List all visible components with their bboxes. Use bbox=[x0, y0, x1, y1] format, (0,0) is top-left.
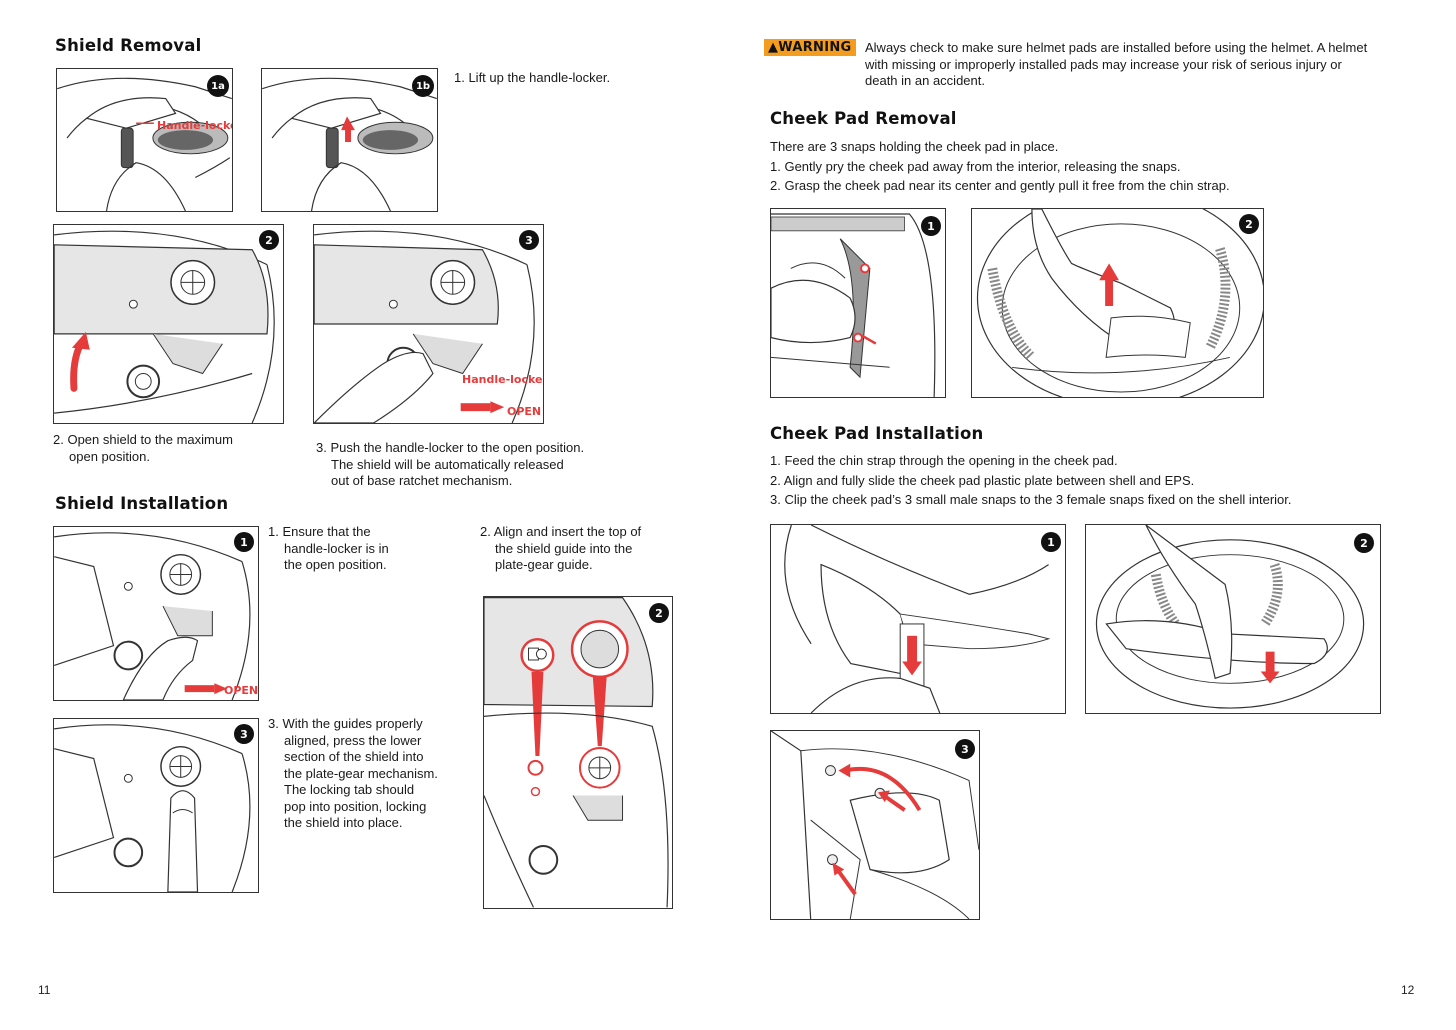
badge-cheek-install-3: 3 bbox=[955, 739, 975, 759]
figure-install-2: 2 bbox=[483, 596, 673, 909]
clipping-snaps-illustration bbox=[771, 731, 979, 919]
pushing-handle-locker-illustration bbox=[314, 230, 535, 423]
handle-locker-callout-3: Handle-locker bbox=[462, 373, 544, 386]
figure-install-3: 3 bbox=[53, 718, 259, 893]
badge-removal-2: 2 bbox=[259, 230, 279, 250]
figure-1b: 1b bbox=[261, 68, 438, 212]
figure-cheek-removal-1: 1 bbox=[770, 208, 946, 398]
warning-text: Always check to make sure helmet pads ar… bbox=[865, 40, 1368, 88]
pulling-cheek-pad-illustration bbox=[976, 209, 1263, 397]
cheek-pad-installation-steps: 1. Feed the chin strap through the openi… bbox=[770, 453, 1292, 507]
figure-cheek-install-3: 3 bbox=[770, 730, 980, 920]
figure-cheek-removal-2: 2 bbox=[971, 208, 1264, 398]
page-number-left: 11 bbox=[38, 983, 51, 997]
prying-cheek-pad-illustration bbox=[771, 213, 936, 397]
badge-removal-3: 3 bbox=[519, 230, 539, 250]
cheek-pad-removal-heading: Cheek Pad Removal bbox=[770, 109, 957, 128]
badge-install-2: 2 bbox=[649, 603, 669, 623]
badge-install-1: 1 bbox=[234, 532, 254, 552]
right-page: ▲WARNING Always check to make sure helme… bbox=[728, 0, 1456, 1030]
warning-tag: ▲WARNING bbox=[764, 39, 856, 56]
left-page: Shield Removal 1a Handle-locker bbox=[38, 36, 673, 997]
page-number-right: 12 bbox=[1401, 983, 1415, 997]
handle-locker-open-position-illustration bbox=[54, 532, 251, 700]
removal-step-3: 3. Push the handle-locker to the open po… bbox=[316, 440, 585, 488]
figure-install-1: 1 OPEN bbox=[53, 526, 259, 701]
shield-removal-heading: Shield Removal bbox=[55, 36, 202, 55]
badge-cheek-removal-1: 1 bbox=[921, 216, 941, 236]
handle-locker-callout: Handle-locker bbox=[157, 119, 232, 132]
removal-step-1: 1. Lift up the handle-locker. bbox=[454, 70, 611, 85]
figure-cheek-install-2: 2 bbox=[1085, 524, 1381, 714]
hand-lifting-handle-locker-illustration bbox=[57, 77, 232, 211]
cheek-pad-installation-heading: Cheek Pad Installation bbox=[770, 424, 984, 443]
open-callout-install-1: OPEN bbox=[224, 684, 259, 697]
figure-removal-3: 3 Handle-locker OPEN bbox=[313, 224, 544, 424]
badge-install-3: 3 bbox=[234, 724, 254, 744]
badge-cheek-install-1: 1 bbox=[1041, 532, 1061, 552]
figure-removal-2: 2 bbox=[53, 224, 284, 424]
install-step-1: 1. Ensure that the handle-locker is in t… bbox=[268, 524, 389, 572]
install-step-3: 3. With the guides properly aligned, pre… bbox=[268, 716, 438, 830]
sliding-cheek-pad-illustration bbox=[1095, 525, 1365, 709]
press-lower-shield-illustration bbox=[54, 724, 251, 892]
badge-1b: 1b bbox=[412, 75, 434, 97]
figure-cheek-install-1: 1 bbox=[770, 524, 1066, 714]
shield-installation-heading: Shield Installation bbox=[55, 494, 229, 513]
badge-1a: 1a bbox=[207, 75, 229, 97]
shield-opening-illustration bbox=[54, 230, 275, 423]
handle-locker-lifted-illustration bbox=[262, 77, 437, 211]
guide-alignment-illustration bbox=[484, 597, 669, 908]
figure-1a: 1a Handle-locker bbox=[56, 68, 233, 212]
open-callout-3: OPEN bbox=[507, 405, 542, 418]
feeding-chin-strap-illustration bbox=[784, 525, 1051, 713]
install-step-2: 2. Align and insert the top of the shiel… bbox=[480, 524, 642, 572]
badge-cheek-removal-2: 2 bbox=[1239, 214, 1259, 234]
badge-cheek-install-2: 2 bbox=[1354, 533, 1374, 553]
removal-step-2: 2. Open shield to the maximum open posit… bbox=[53, 432, 233, 464]
cheek-pad-removal-steps: There are 3 snaps holding the cheek pad … bbox=[770, 139, 1230, 193]
